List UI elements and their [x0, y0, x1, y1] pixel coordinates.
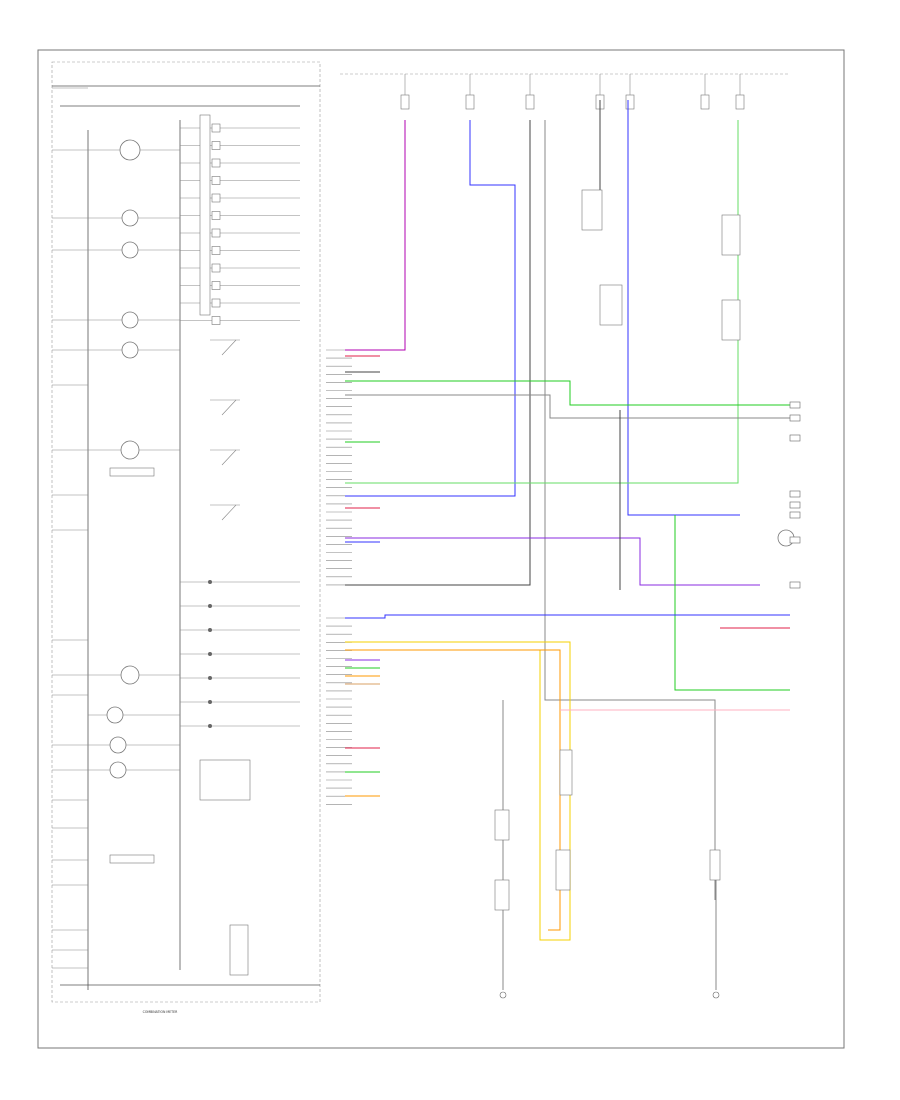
edge-connector-3 — [789, 490, 801, 498]
gauge-9 — [109, 761, 127, 779]
indicator-lamp-7 — [211, 246, 221, 255]
indicator-lamp-0 — [211, 123, 221, 133]
wire-8 — [345, 394, 795, 419]
right-components — [494, 189, 795, 999]
lower-dot-3 — [208, 652, 212, 656]
lower-dot-6 — [208, 724, 212, 728]
indicator-lamp-8 — [211, 263, 221, 273]
indicator-lamp-3 — [211, 176, 221, 185]
indicator-lamp-2 — [211, 158, 221, 168]
wire-6 — [345, 120, 739, 484]
lower-dot-4 — [208, 676, 212, 680]
edge-connector-4 — [789, 501, 801, 509]
gauge-0 — [119, 139, 141, 161]
gauge-1 — [121, 209, 139, 227]
fuse-6 — [735, 94, 745, 110]
lower-dot-0 — [208, 580, 212, 584]
wire-4 — [627, 100, 740, 516]
gauge-box-a — [109, 467, 155, 477]
indicator-lamp-4 — [211, 193, 221, 203]
gauge-4 — [121, 341, 139, 359]
wire-1 — [345, 120, 516, 497]
wire-13 — [345, 649, 561, 931]
cluster-switches — [199, 114, 251, 976]
edge-connector-0 — [789, 401, 801, 409]
gauge-7 — [106, 706, 124, 724]
connector-pins-lower — [326, 617, 352, 805]
indicator-rows — [180, 123, 300, 728]
fuse-5 — [700, 94, 710, 110]
wire-9 — [345, 537, 760, 586]
indicator-lamp-11 — [211, 316, 221, 325]
cluster-gauges — [88, 139, 180, 864]
edge-connector-2 — [789, 434, 801, 442]
gauge-6 — [120, 665, 140, 685]
edge-connector-6 — [789, 536, 801, 544]
indicator-lamp-5 — [211, 211, 221, 220]
lower-dot-5 — [208, 700, 212, 704]
fuse-0 — [400, 94, 410, 110]
indicator-lamp-10 — [211, 298, 221, 308]
fuse-2 — [525, 94, 535, 110]
combination-meter-outline — [51, 61, 321, 1003]
wire-11 — [345, 614, 790, 619]
wire-3 — [544, 120, 716, 900]
indicator-lamp-1 — [211, 141, 221, 150]
wire-10 — [674, 515, 790, 691]
top-fuses — [400, 74, 745, 110]
wire-2 — [345, 120, 531, 586]
gauge-box-b — [109, 854, 155, 864]
indicator-lamp-6 — [211, 228, 221, 238]
edge-connector-7 — [789, 581, 801, 589]
gauge-8 — [109, 736, 127, 754]
page-frame — [37, 49, 845, 1049]
indicator-lamp-9 — [211, 281, 221, 290]
lower-dot-2 — [208, 628, 212, 632]
gauge-3 — [121, 311, 139, 329]
cluster-pin-ticks — [52, 87, 88, 969]
gauge-2 — [121, 241, 139, 259]
cluster-label: COMBINATION METER — [143, 1010, 178, 1014]
fuse-1 — [465, 94, 475, 110]
fuse-4 — [625, 94, 635, 110]
wire-12 — [345, 641, 571, 941]
lower-dot-1 — [208, 604, 212, 608]
connector-pins-upper — [326, 349, 352, 586]
edge-connector-1 — [789, 414, 801, 422]
gauge-5 — [120, 440, 140, 460]
wire-0 — [345, 120, 406, 351]
wire-7 — [345, 380, 795, 406]
edge-connector-5 — [789, 511, 801, 519]
right-edge-connectors — [789, 401, 801, 589]
